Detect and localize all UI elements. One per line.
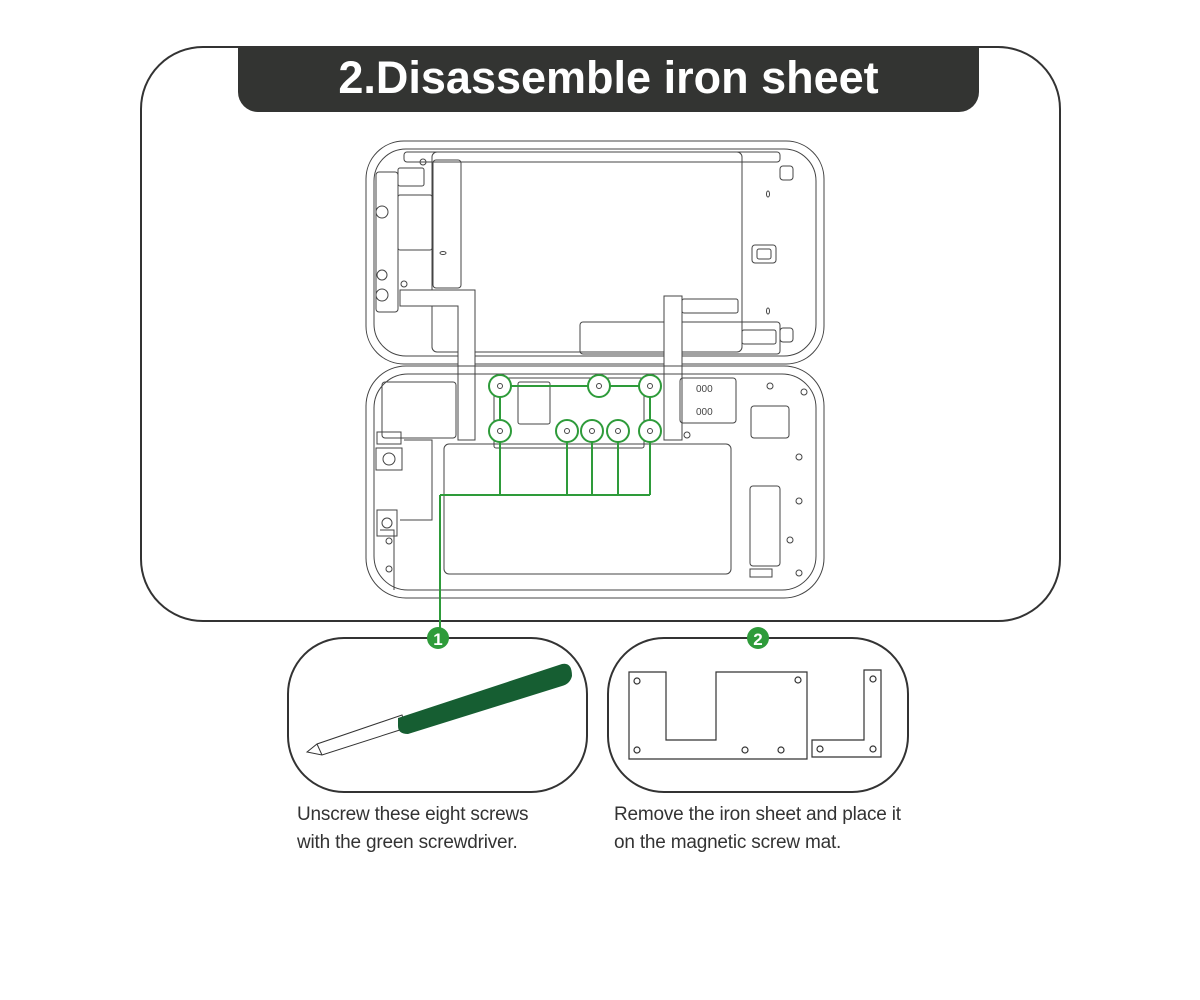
screw <box>606 419 630 443</box>
iron-sheet-icon <box>628 669 882 760</box>
step-1-caption-line1: Unscrew these eight screws <box>297 804 529 825</box>
screw <box>587 374 611 398</box>
flex-cables <box>399 289 683 441</box>
phone-bottom-half: 000 000 <box>365 365 825 599</box>
svg-text:000: 000 <box>696 407 713 418</box>
screw <box>580 419 604 443</box>
step-2-number: 2 <box>753 630 762 649</box>
step-2-caption-line2: on the magnetic screw mat. <box>614 832 842 853</box>
step-1-number: 1 <box>433 630 442 649</box>
step-1-caption: Unscrew these eight screws with the gree… <box>297 801 529 857</box>
phone-top-half <box>365 140 825 365</box>
screw <box>488 419 512 443</box>
step-2-panel <box>607 637 909 793</box>
screw <box>638 374 662 398</box>
page-title: 2.Disassemble iron sheet <box>238 47 979 112</box>
screws <box>488 374 662 443</box>
step-2-caption: Remove the iron sheet and place it on th… <box>614 801 901 857</box>
main-frame <box>140 46 1061 622</box>
step-2-caption-line1: Remove the iron sheet and place it <box>614 804 901 825</box>
screw <box>638 419 662 443</box>
step-2-badge: 2 <box>747 627 769 649</box>
step-1-caption-line2: with the green screwdriver. <box>297 832 518 853</box>
screw <box>555 419 579 443</box>
svg-text:000: 000 <box>696 384 713 395</box>
screwdriver-icon <box>305 663 572 756</box>
screw <box>488 374 512 398</box>
step-1-badge: 1 <box>427 627 449 649</box>
